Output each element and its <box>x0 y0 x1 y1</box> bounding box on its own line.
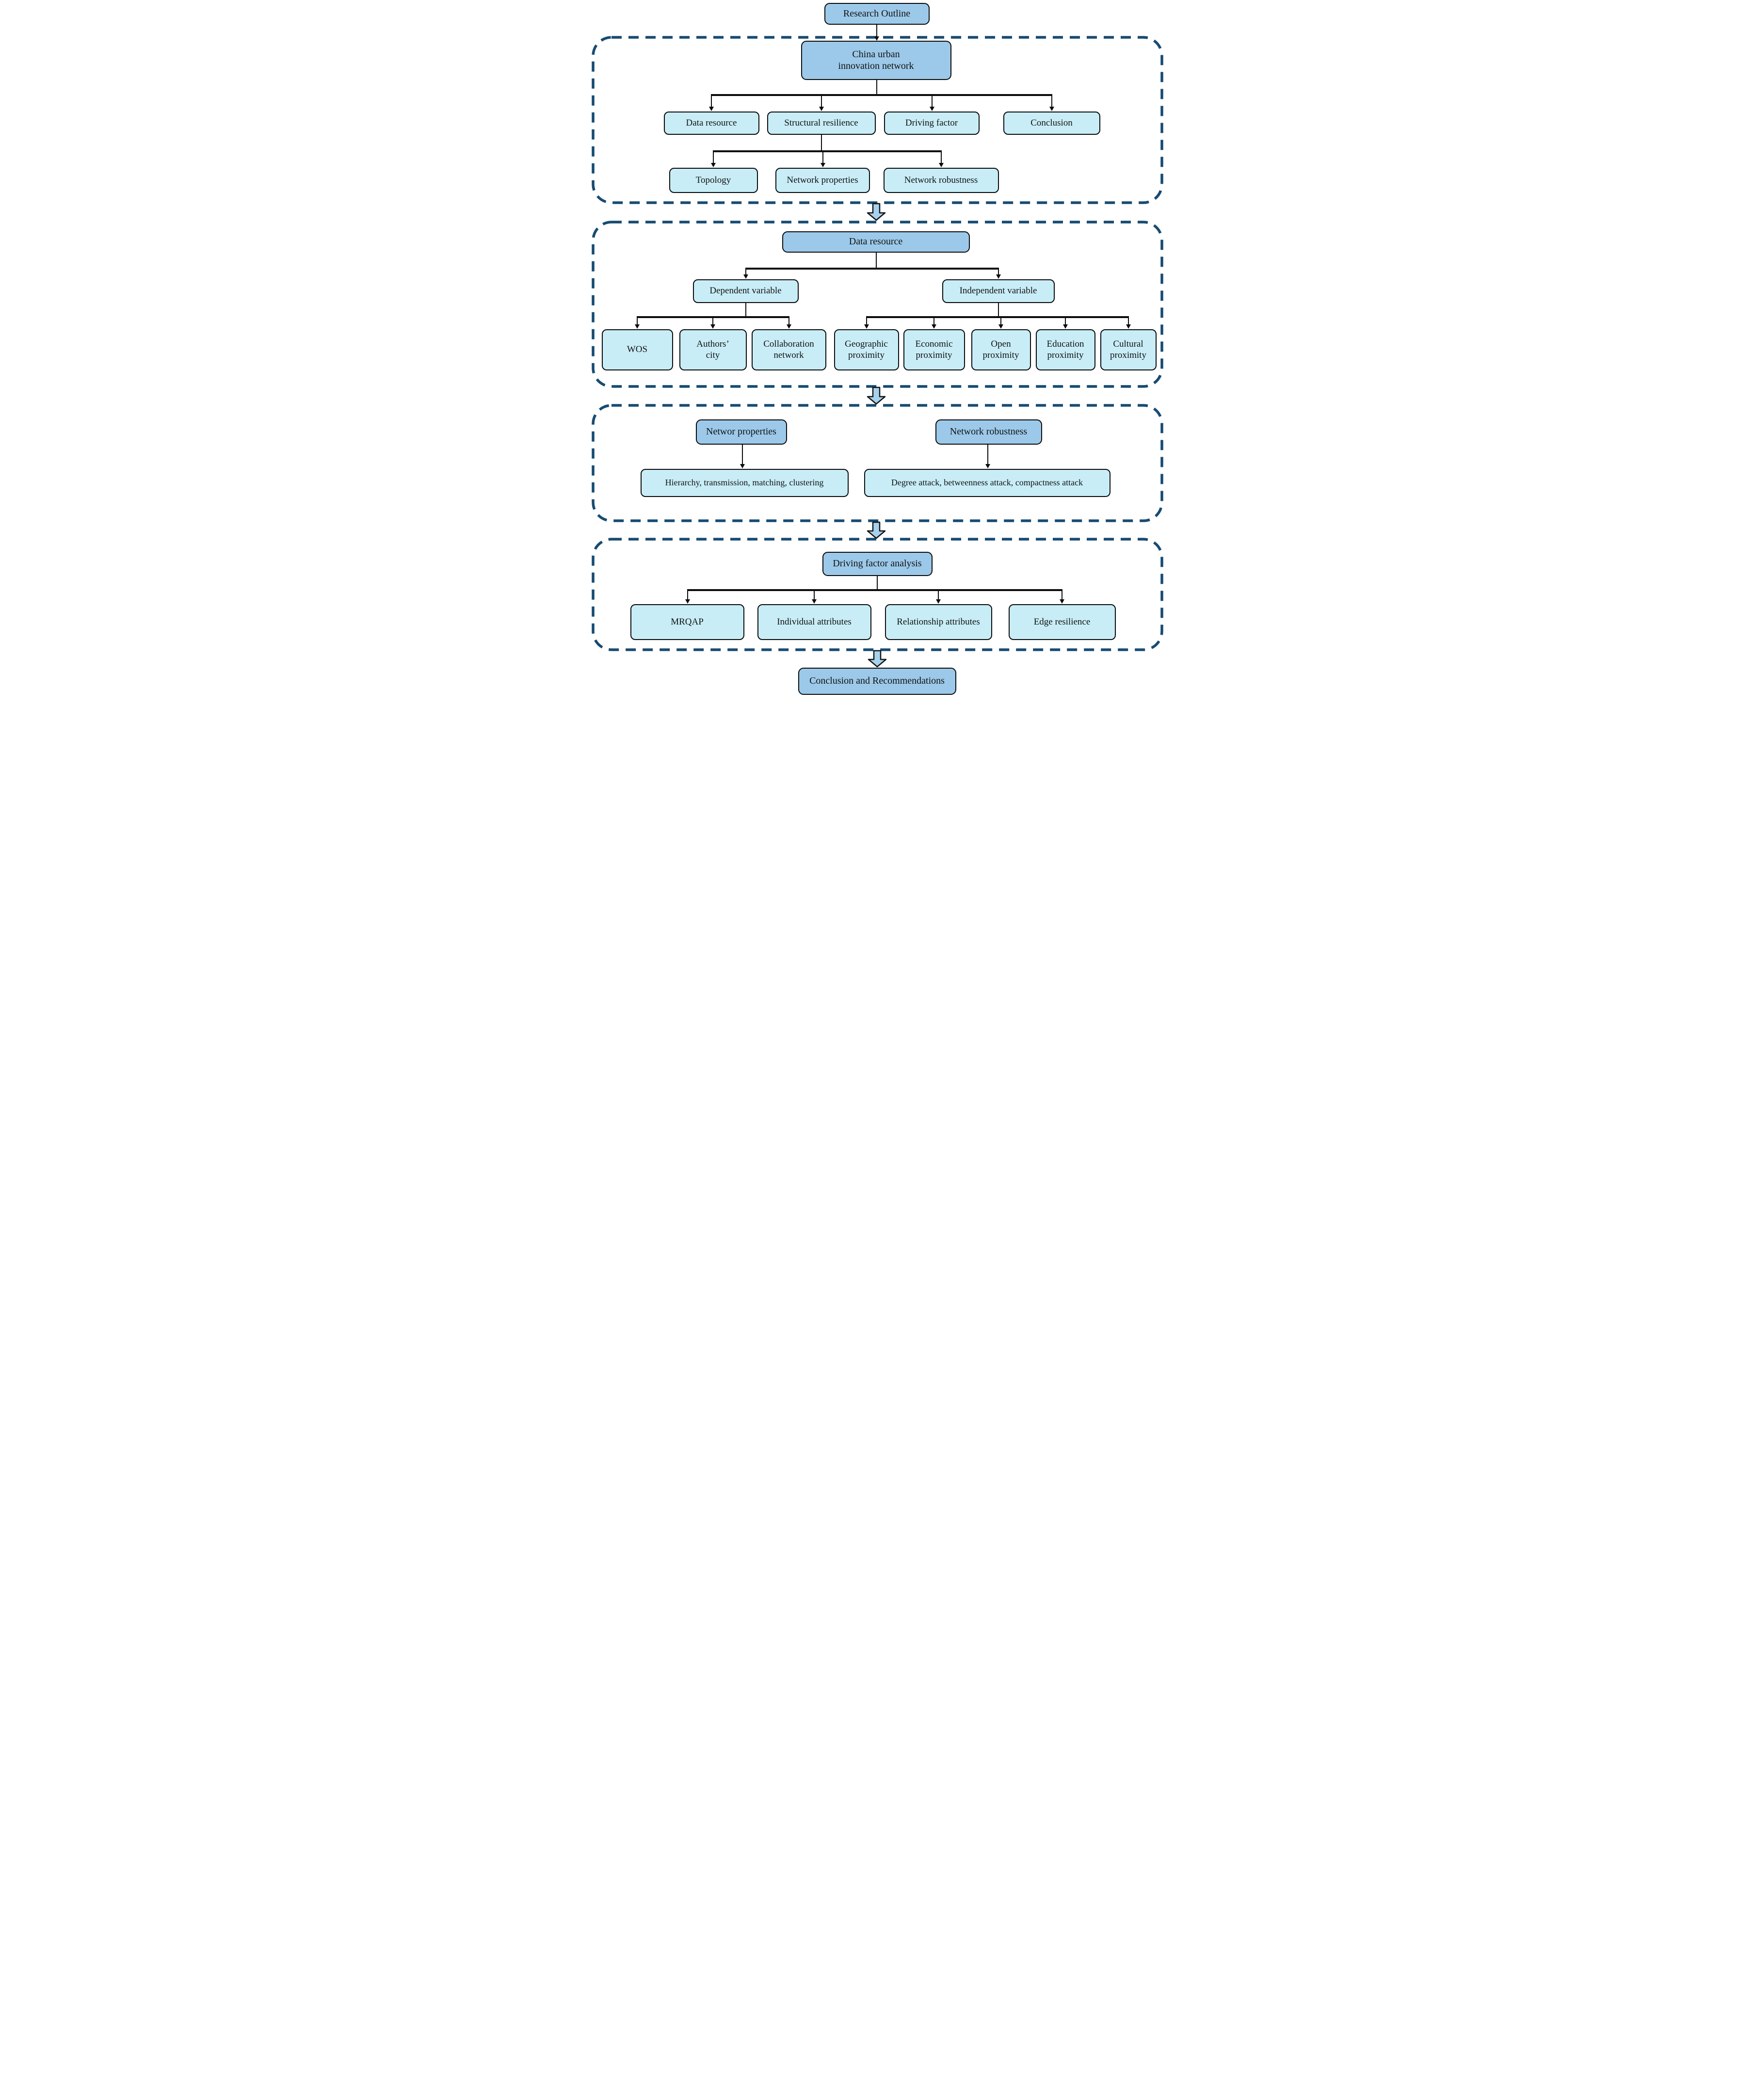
node-label: WOS <box>627 344 648 355</box>
node-conclusion: Conclusion <box>1003 112 1100 135</box>
node-label: Authors’ <box>696 339 729 350</box>
node-driving-factor-analysis: Driving factor analysis <box>822 552 933 576</box>
node-network-robustness-header: Network robustness <box>935 419 1042 445</box>
node-label: MRQAP <box>671 616 704 627</box>
node-data-resource: Data resource <box>663 112 759 135</box>
section-outline-driving-factor <box>591 538 1163 651</box>
node-cultural-proximity: Cultural proximity <box>1100 329 1157 370</box>
node-label: Data resource <box>686 117 737 128</box>
node-education-proximity: Education proximity <box>1035 329 1095 370</box>
node-label: Individual attributes <box>777 616 852 627</box>
node-label: Independent variable <box>959 286 1037 296</box>
node-label: Network robustness <box>904 175 978 185</box>
node-label: Networ properties <box>706 426 776 437</box>
node-relationship-attributes: Relationship attributes <box>885 604 992 640</box>
node-network-robustness-detail: Degree attack, betweenness attack, compa… <box>864 469 1110 497</box>
node-label: Economic <box>915 339 953 350</box>
node-label: Education <box>1046 339 1084 350</box>
node-label: Conclusion and Recommendations <box>809 675 945 687</box>
section-outline-data-resource <box>591 221 1163 388</box>
node-economic-proximity: Economic proximity <box>903 329 965 370</box>
section-flow-arrow-2 <box>867 386 885 405</box>
node-geographic-proximity: Geographic proximity <box>834 329 899 370</box>
node-label: network <box>773 350 804 360</box>
node-driving-factor: Driving factor <box>884 112 980 135</box>
node-edge-resilience: Edge resilience <box>1008 604 1116 640</box>
node-topology: Topology <box>669 168 758 193</box>
node-label: Dependent variable <box>709 286 782 296</box>
node-label: Relationship attributes <box>897 616 980 627</box>
node-label: proximity <box>848 350 885 360</box>
node-network-properties: Network properties <box>775 168 870 193</box>
node-wos: WOS <box>601 329 673 370</box>
node-label: city <box>706 350 720 360</box>
node-mrqap: MRQAP <box>630 604 744 640</box>
node-label: Collaboration <box>763 339 814 350</box>
arrowhead <box>874 36 879 41</box>
section-outline-structural-resilience <box>591 404 1163 522</box>
node-data-resource-header: Data resource <box>782 231 970 253</box>
node-label: Open <box>991 339 1011 350</box>
section-flow-arrow-1 <box>867 203 885 221</box>
node-network-robustness: Network robustness <box>883 168 999 193</box>
node-network-properties-detail: Hierarchy, transmission, matching, clust… <box>640 469 849 497</box>
node-label: Degree attack, betweenness attack, compa… <box>891 478 1083 488</box>
node-label: Network robustness <box>949 426 1028 437</box>
section-outline-overview <box>591 36 1163 204</box>
node-label: Structural resilience <box>784 117 858 128</box>
node-label: Hierarchy, transmission, matching, clust… <box>665 478 824 488</box>
node-label: Driving factor analysis <box>833 558 922 569</box>
node-label: Data resource <box>849 236 903 247</box>
flowchart-canvas: Research Outline China urban innovation … <box>585 0 1170 700</box>
node-china-urban-innovation-network: China urban innovation network <box>801 41 951 80</box>
node-structural-resilience: Structural resilience <box>767 112 876 135</box>
node-research-outline: Research Outline <box>824 3 930 25</box>
node-label: Conclusion <box>1030 117 1073 128</box>
node-label: Driving factor <box>905 117 958 128</box>
node-authors-city: Authors’ city <box>679 329 747 370</box>
section-flow-arrow-3 <box>867 521 885 539</box>
node-networ-properties-header: Networ properties <box>695 419 787 445</box>
node-label: Topology <box>695 175 731 185</box>
connector-layer <box>591 25 1163 668</box>
node-label: proximity <box>1110 350 1146 360</box>
node-label: China urban <box>852 48 900 60</box>
node-individual-attributes: Individual attributes <box>757 604 871 640</box>
node-label: Network properties <box>787 175 858 185</box>
section-flow-arrow-4 <box>868 650 886 668</box>
node-label: proximity <box>916 350 952 360</box>
node-label: Edge resilience <box>1033 616 1091 627</box>
node-label: Cultural <box>1113 339 1143 350</box>
node-label: proximity <box>982 350 1019 360</box>
node-label: innovation network <box>838 60 914 71</box>
node-independent-variable: Independent variable <box>942 279 1055 303</box>
node-label: Geographic <box>845 339 888 350</box>
node-label: proximity <box>1047 350 1084 360</box>
node-conclusion-and-recommendations: Conclusion and Recommendations <box>798 668 956 695</box>
node-dependent-variable: Dependent variable <box>692 279 799 303</box>
node-label: Research Outline <box>843 8 911 19</box>
node-open-proximity: Open proximity <box>971 329 1031 370</box>
node-collaboration-network: Collaboration network <box>751 329 826 370</box>
